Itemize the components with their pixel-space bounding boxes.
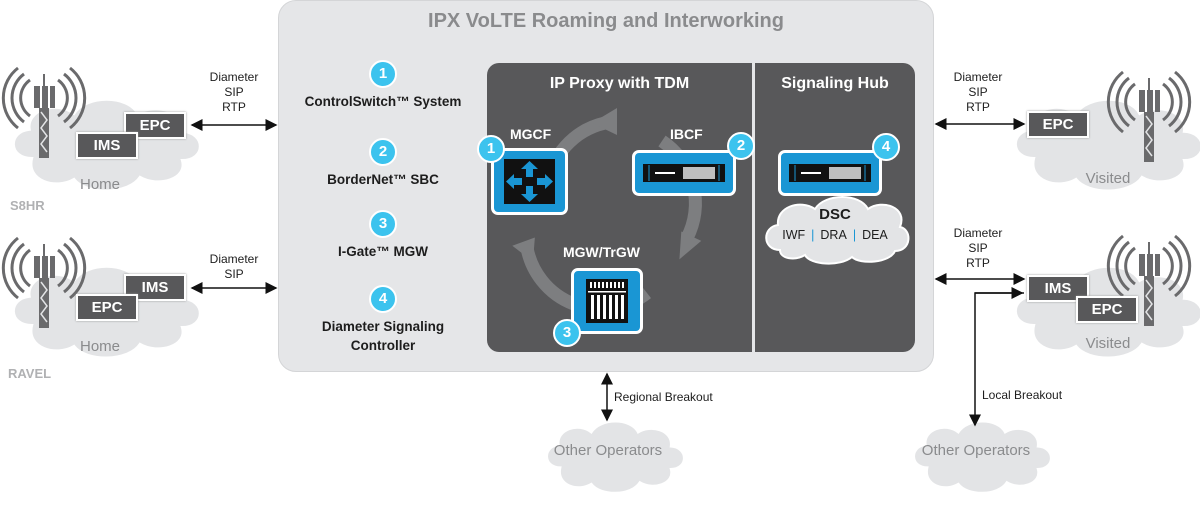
protocol-label: Diameter xyxy=(209,252,259,266)
protocol-label: Diameter xyxy=(953,226,1003,240)
product-item: 1 ControlSwitch™ System xyxy=(288,60,478,111)
product-label: Diameter Signaling Controller xyxy=(321,319,445,353)
number-badge: 1 xyxy=(369,60,397,88)
section-divider xyxy=(752,63,755,352)
protocol-list: Diameter SIP RTP xyxy=(940,70,1016,115)
home-cloud-label: Home xyxy=(79,176,120,193)
protocol-label: RTP xyxy=(966,256,990,270)
mgcf-device[interactable] xyxy=(491,148,568,215)
protocol-label: SIP xyxy=(968,85,988,99)
ims-box: IMS xyxy=(1027,275,1089,302)
media-gateway-icon xyxy=(586,279,628,323)
protocol-label: RTP xyxy=(966,100,990,114)
rack-server-icon xyxy=(643,164,725,182)
mgcf-label: MGCF xyxy=(510,126,552,142)
number-badge: 1 xyxy=(477,135,505,163)
ibcf-device[interactable] xyxy=(632,150,736,196)
separator: | xyxy=(811,228,815,242)
protocol-list: Diameter SIP RTP xyxy=(940,226,1016,271)
number-badge: 2 xyxy=(369,138,397,166)
product-label: I-Gate™ MGW xyxy=(338,244,428,259)
other-operators-label: Other Operators xyxy=(553,442,663,459)
signaling-hub-title: Signaling Hub xyxy=(781,75,889,92)
number-badge: 4 xyxy=(369,285,397,313)
product-label: BorderNet™ SBC xyxy=(327,172,439,187)
ibcf-label: IBCF xyxy=(670,126,703,142)
home-cloud-label: Home xyxy=(79,338,120,355)
ip-proxy-title: IP Proxy with TDM xyxy=(549,75,690,92)
local-breakout-label: Local Breakout xyxy=(982,388,1063,402)
protocol-label: Diameter xyxy=(953,70,1003,84)
protocol-label: Diameter xyxy=(209,70,259,84)
dsc-function-dra: DRA xyxy=(820,228,847,242)
epc-box: EPC xyxy=(76,294,138,321)
mgw-device[interactable] xyxy=(571,268,643,334)
product-label: ControlSwitch™ System xyxy=(304,94,462,109)
number-badge: 3 xyxy=(369,210,397,238)
dsc-cloud xyxy=(765,196,910,265)
number-badge: 2 xyxy=(727,132,755,160)
mgw-label: MGW/TrGW xyxy=(563,244,640,260)
protocol-label: SIP xyxy=(968,241,988,255)
rack-server-icon xyxy=(789,164,871,182)
number-badge: 4 xyxy=(872,133,900,161)
epc-box: EPC xyxy=(1076,296,1138,323)
ravel-tag: RAVEL xyxy=(8,366,52,381)
dsc-function-dea: DEA xyxy=(862,228,888,242)
separator: | xyxy=(852,228,857,242)
dsc-function-iwf: IWF xyxy=(782,228,806,242)
other-operators-label: Other Operators xyxy=(921,442,1031,459)
ims-box: IMS xyxy=(76,132,138,159)
diagram-title: IPX VoLTE Roaming and Interworking xyxy=(428,10,784,32)
product-item: 2 BorderNet™ SBC xyxy=(288,138,478,189)
dsc-functions: IWF | DRA | DEA xyxy=(760,228,910,242)
protocol-label: SIP xyxy=(224,267,244,281)
product-item: 4 Diameter Signaling Controller xyxy=(298,285,468,355)
dsc-device[interactable] xyxy=(778,150,882,196)
visited-cloud-label: Visited xyxy=(1085,335,1131,352)
protocol-label: SIP xyxy=(224,85,244,99)
switch-arrows-icon xyxy=(504,159,555,204)
visited-cloud-label: Visited xyxy=(1085,170,1131,187)
protocol-label: RTP xyxy=(222,100,246,114)
epc-box: EPC xyxy=(1027,111,1089,138)
regional-breakout-label: Regional Breakout xyxy=(614,390,713,404)
product-item: 3 I-Gate™ MGW xyxy=(288,210,478,261)
dsc-title: DSC xyxy=(819,206,851,223)
protocol-list: Diameter SIP xyxy=(196,252,272,282)
number-badge: 3 xyxy=(553,319,581,347)
s8hr-tag: S8HR xyxy=(10,198,45,213)
protocol-list: Diameter SIP RTP xyxy=(196,70,272,115)
